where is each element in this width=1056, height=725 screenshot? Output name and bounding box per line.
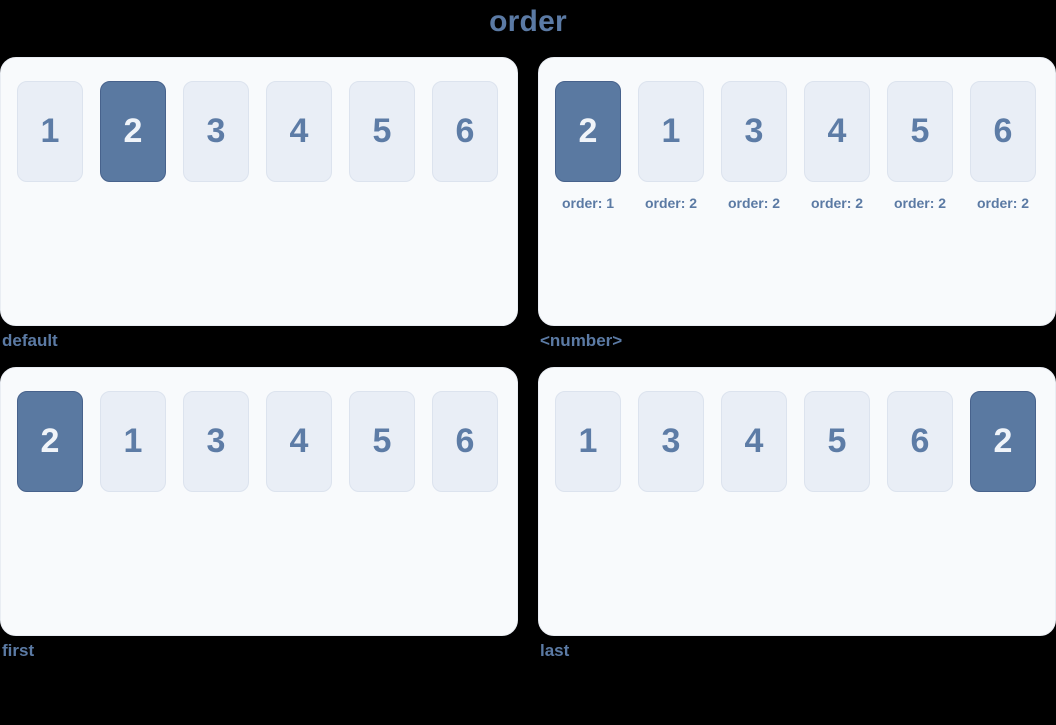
item-box-highlighted: 2 — [555, 81, 621, 182]
item-box: 5 — [349, 81, 415, 182]
caption-first: first — [2, 641, 35, 660]
item-box-highlighted: 2 — [100, 81, 166, 182]
order-value-label: order: 1 — [561, 195, 615, 211]
item-box: 6 — [432, 81, 498, 182]
item-box: 6 — [887, 391, 953, 492]
example-number: 2 order: 1 1 order: 2 3 order: 2 4 order: 2 5 ord… — [538, 57, 1056, 351]
item-column: 6 order: 2 — [970, 81, 1036, 211]
item-box: 6 — [970, 81, 1036, 182]
item-box: 3 — [183, 81, 249, 182]
item-column: 4 order: 2 — [804, 81, 870, 211]
item-box: 6 — [432, 391, 498, 492]
order-value-label: order: 2 — [976, 195, 1030, 211]
item-box: 1 — [100, 391, 166, 492]
item-box: 4 — [721, 391, 787, 492]
item-box: 4 — [266, 391, 332, 492]
item-column: 1 order: 2 — [638, 81, 704, 211]
item-box: 3 — [183, 391, 249, 492]
item-column: 3 order: 2 — [721, 81, 787, 211]
order-value-label: order: 2 — [644, 195, 698, 211]
panel-number: 2 order: 1 1 order: 2 3 order: 2 4 order: 2 5 ord… — [538, 57, 1056, 326]
item-box: 4 — [266, 81, 332, 182]
caption-number: <number> — [540, 331, 623, 350]
item-box-highlighted: 2 — [17, 391, 83, 492]
order-value-label: order: 2 — [893, 195, 947, 211]
item-box: 1 — [638, 81, 704, 182]
item-box: 4 — [804, 81, 870, 182]
item-box: 3 — [721, 81, 787, 182]
item-column: 2 order: 1 — [555, 81, 621, 211]
item-box: 1 — [17, 81, 83, 182]
page-title: order — [489, 5, 567, 38]
item-box-highlighted: 2 — [970, 391, 1036, 492]
caption-default: default — [2, 331, 58, 350]
item-box: 5 — [804, 391, 870, 492]
item-box: 5 — [887, 81, 953, 182]
item-column: 5 order: 2 — [887, 81, 953, 211]
caption-last: last — [540, 641, 570, 660]
order-value-label: order: 2 — [727, 195, 781, 211]
item-box: 3 — [638, 391, 704, 492]
item-box: 5 — [349, 391, 415, 492]
item-box: 1 — [555, 391, 621, 492]
order-value-label: order: 2 — [810, 195, 864, 211]
